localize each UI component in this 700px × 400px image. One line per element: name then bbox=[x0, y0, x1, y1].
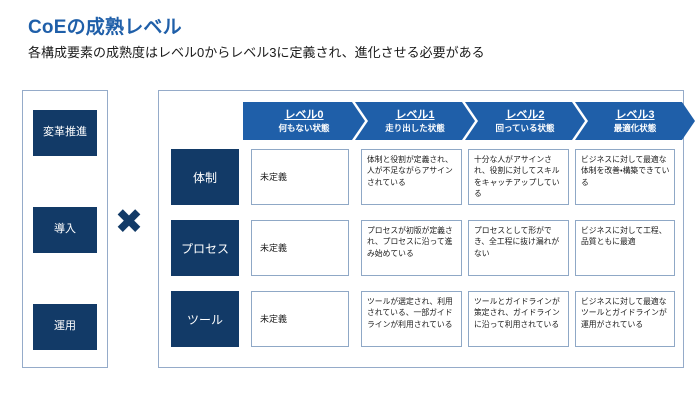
cell-2-0[interactable]: 未定義 bbox=[251, 291, 349, 347]
level-header-row: レベル0 何もない状態 レベル1 走り出した状態 レベル2 回っている状態 レベ… bbox=[243, 102, 679, 140]
cell-1-1[interactable]: プロセスが初版が定義され、プロセスに沿って進み始めている bbox=[361, 220, 462, 276]
cell-0-2[interactable]: 十分な人がアサインされ、役割に対してスキルをキャッチアップしている bbox=[468, 149, 569, 205]
level-subtitle-2: 回っている状態 bbox=[495, 122, 555, 133]
row-label-2: ツール bbox=[171, 291, 239, 347]
level-title-3: レベル3 bbox=[615, 109, 655, 122]
level-chevron-0[interactable]: レベル0 何もない状態 bbox=[243, 102, 365, 140]
page-subtitle: 各構成要素の成熟度はレベル0からレベル3に定義され、進化させる必要がある bbox=[28, 45, 485, 60]
row-label-1: プロセス bbox=[171, 220, 239, 276]
row-label-0: 体制 bbox=[171, 149, 239, 205]
left-axis-item-1[interactable]: 導入 bbox=[33, 207, 97, 253]
level-subtitle-1: 走り出した状態 bbox=[385, 122, 445, 133]
maturity-matrix-panel: レベル0 何もない状態 レベル1 走り出した状態 レベル2 回っている状態 レベ… bbox=[158, 90, 684, 368]
cell-0-3[interactable]: ビジネスに対して最適な体制を改善・構築できている bbox=[575, 149, 675, 205]
level-title-0: レベル0 bbox=[284, 109, 324, 122]
multiply-icon: ✖ bbox=[114, 202, 144, 242]
cell-2-3[interactable]: ビジネスに対して最適なツールとガイドラインが運用がされている bbox=[575, 291, 675, 347]
level-subtitle-3: 最適化状態 bbox=[613, 122, 657, 133]
cell-2-1[interactable]: ツールが選定され、利用されている、一部ガイドラインが利用されている bbox=[361, 291, 462, 347]
left-axis-panel: 変革推進 導入 運用 bbox=[22, 90, 108, 368]
level-chevron-1[interactable]: レベル1 走り出した状態 bbox=[355, 102, 475, 140]
page-title: CoEの成熟レベル bbox=[28, 17, 182, 38]
cell-1-2[interactable]: プロセスとして形ができ、全工程に抜け漏れがない bbox=[468, 220, 569, 276]
cell-0-0[interactable]: 未定義 bbox=[251, 149, 349, 205]
left-axis-item-0[interactable]: 変革推進 bbox=[33, 110, 97, 156]
cell-2-2[interactable]: ツールとガイドラインが策定され、ガイドラインに沿って利用されている bbox=[468, 291, 569, 347]
cell-1-0[interactable]: 未定義 bbox=[251, 220, 349, 276]
level-subtitle-0: 何もない状態 bbox=[278, 122, 330, 133]
level-title-1: レベル1 bbox=[395, 109, 435, 122]
matrix-row: 体制 未定義 体制と役割が定義され、人が不足ながらアサインされている 十分な人が… bbox=[171, 149, 675, 211]
cell-1-3[interactable]: ビジネスに対して工程、品質ともに最適 bbox=[575, 220, 675, 276]
cell-0-1[interactable]: 体制と役割が定義され、人が不足ながらアサインされている bbox=[361, 149, 462, 205]
level-title-2: レベル2 bbox=[505, 109, 545, 122]
matrix-row: プロセス 未定義 プロセスが初版が定義され、プロセスに沿って進み始めている プロ… bbox=[171, 220, 675, 282]
left-axis-item-2[interactable]: 運用 bbox=[33, 304, 97, 350]
matrix-body: 体制 未定義 体制と役割が定義され、人が不足ながらアサインされている 十分な人が… bbox=[171, 149, 675, 362]
matrix-row: ツール 未定義 ツールが選定され、利用されている、一部ガイドラインが利用されてい… bbox=[171, 291, 675, 353]
level-chevron-2[interactable]: レベル2 回っている状態 bbox=[465, 102, 585, 140]
level-chevron-3[interactable]: レベル3 最適化状態 bbox=[575, 102, 695, 140]
